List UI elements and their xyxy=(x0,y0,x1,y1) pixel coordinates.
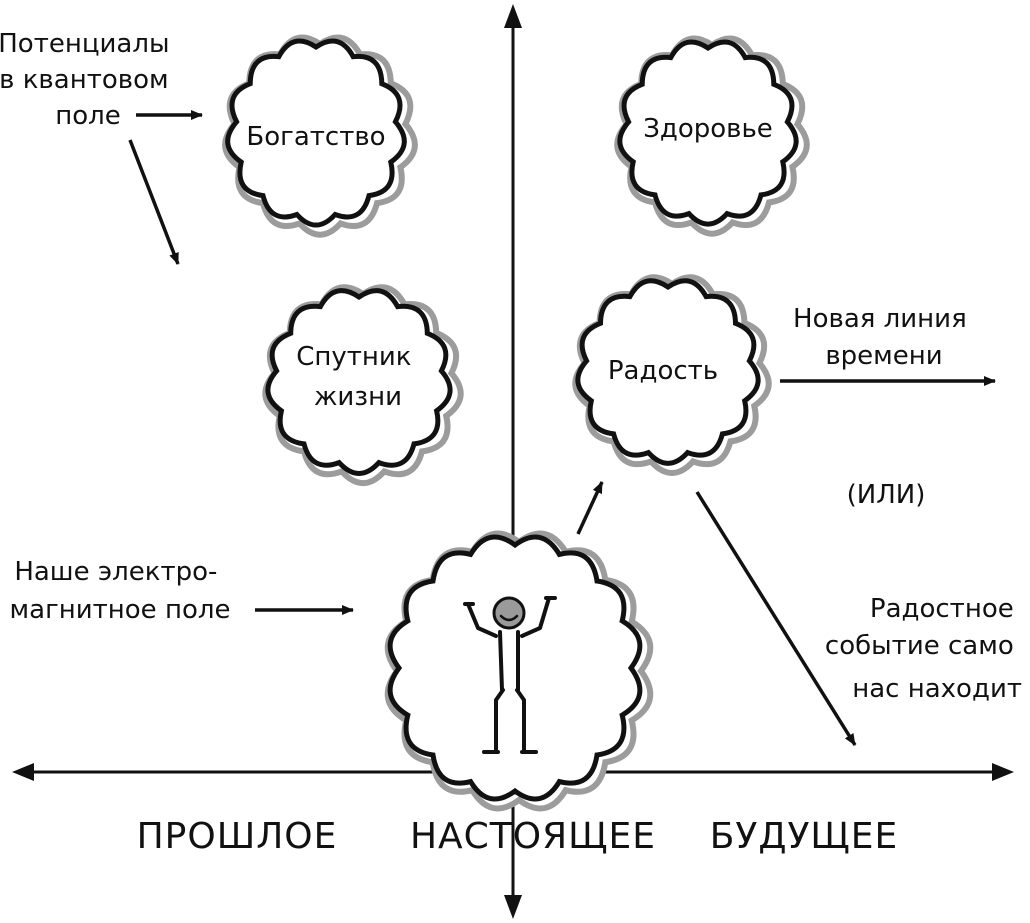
cloud-wealth-outline xyxy=(225,38,407,228)
cloud-label-line: Спутник xyxy=(296,342,411,372)
cloud-label-line: Богатство xyxy=(246,122,385,152)
or-label: (ИЛИ) xyxy=(847,480,926,510)
potentials-line: поле xyxy=(55,101,121,131)
cloud-joy xyxy=(572,274,772,476)
cloud-partner-outline xyxy=(265,288,453,476)
axis-label-present: НАСТОЯЩЕЕ xyxy=(410,816,656,857)
axis-label-future: БУДУЩЕЕ xyxy=(710,816,899,857)
joyful-event-line: Радостное xyxy=(870,594,1014,624)
arrow-potentials-down xyxy=(128,139,180,265)
cloud-wealth xyxy=(222,34,418,238)
cloud-em-field-outline xyxy=(387,534,643,802)
cloud-partner xyxy=(262,284,464,487)
potentials-label: Потенциалы в квантовом поле xyxy=(0,29,178,131)
new-timeline-line: времени xyxy=(825,341,942,371)
person-head xyxy=(492,596,526,630)
person-legs xyxy=(482,688,538,754)
joyful-event-line: нас находит xyxy=(852,674,1022,704)
cloud-health xyxy=(614,35,810,237)
vertical-axis-top-arrowhead xyxy=(504,4,522,28)
arrow-to-joy xyxy=(576,481,604,535)
person-figure xyxy=(463,596,557,754)
person-body xyxy=(498,630,520,692)
cloud-label-line: Здоровье xyxy=(643,114,773,144)
cloud-label-health: Здоровье xyxy=(643,114,773,144)
cloud-label-line: жизни xyxy=(314,382,402,412)
person-smile xyxy=(499,614,519,622)
cloud-joy-outline xyxy=(575,278,761,466)
cloud-label-line: Радость xyxy=(608,356,718,386)
cloud-label-joy: Радость xyxy=(608,356,718,386)
joyful-event-line: событие само xyxy=(825,631,1014,661)
person-left-arm xyxy=(463,602,498,638)
person-right-arm xyxy=(520,596,557,638)
axis-label-past: ПРОШЛОЕ xyxy=(137,816,338,857)
cloud-label-wealth: Богатство xyxy=(246,122,385,152)
em-field-line: магнитное поле xyxy=(10,595,231,625)
time-axis-left-arrowhead xyxy=(12,763,34,781)
em-field-label: Наше электро- магнитное поле xyxy=(10,557,231,625)
potentials-line: Потенциалы xyxy=(0,29,170,59)
time-axis-right-arrowhead xyxy=(992,763,1014,781)
joyful-event-label: Радостное событие само нас находит xyxy=(825,594,1022,704)
new-timeline-label: Новая линия времени xyxy=(793,304,975,371)
new-timeline-line: Новая линия xyxy=(793,304,967,334)
potentials-line: в квантовом xyxy=(0,65,169,95)
cloud-health-outline xyxy=(617,39,799,227)
vertical-axis-bottom-arrowhead xyxy=(504,895,522,919)
cloud-label-partner: Спутник жизни xyxy=(296,342,420,412)
arrow-joyful-event xyxy=(695,491,857,746)
em-field-line: Наше электро- xyxy=(14,557,217,587)
